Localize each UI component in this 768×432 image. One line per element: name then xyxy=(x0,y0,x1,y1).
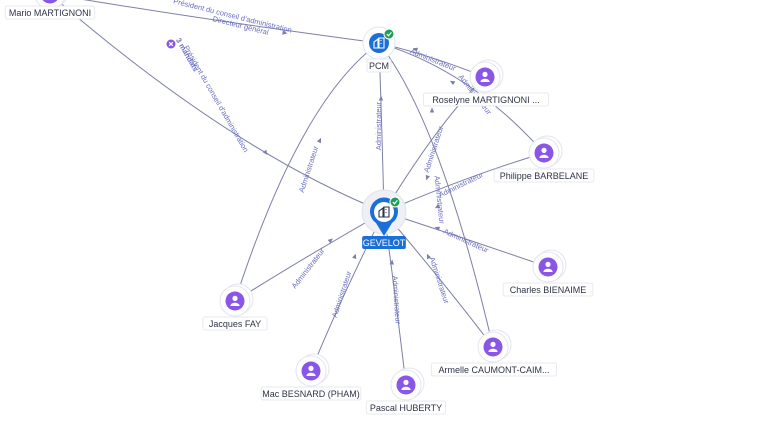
node-philippe[interactable]: Philippe BARBELANE xyxy=(493,135,595,183)
edge-label: Administrateur xyxy=(409,46,458,73)
edge-line xyxy=(83,0,380,44)
edge-label: Président du conseil d'administration xyxy=(172,0,292,35)
edge-arrow-icon xyxy=(425,174,430,181)
node-label-background xyxy=(202,316,268,331)
node-label-background xyxy=(430,362,558,377)
edge-label: Administrateur xyxy=(297,144,321,193)
person-icon xyxy=(306,365,316,376)
node-label: Jacques FAY xyxy=(209,319,261,329)
edge-line xyxy=(378,42,494,348)
edge-arrow-icon xyxy=(434,203,441,209)
building-icon xyxy=(373,37,385,49)
edge-arrow-icon xyxy=(316,137,322,144)
node-label-background xyxy=(4,5,96,20)
edge-label: Administrateur xyxy=(374,101,383,150)
building-icon xyxy=(378,206,390,218)
edge-charles-gevelot[interactable]: Administrateur xyxy=(383,211,549,268)
avatar xyxy=(42,0,58,4)
node-charles[interactable]: Charles BIENAIME xyxy=(502,249,594,297)
edge-label: Administrateur xyxy=(390,275,402,324)
node-label-background xyxy=(502,282,594,297)
node-armelle[interactable]: Armelle CAUMONT-CAIM... xyxy=(430,329,558,377)
check-badge-icon xyxy=(389,196,401,208)
edge-line xyxy=(56,0,385,213)
node-label: Mario MARTIGNONI xyxy=(9,8,91,18)
node-label: GEVELOT xyxy=(363,238,406,248)
node-pascal[interactable]: Pascal HUBERTY xyxy=(365,367,447,415)
nodes-layer: GEVELOT PCM Mario MARTIGNONI Roselyne MARTI… xyxy=(4,0,595,415)
person-icon xyxy=(230,295,240,306)
node-label: Charles BIENAIME xyxy=(510,285,587,295)
person-icon xyxy=(543,261,553,272)
node-label-background xyxy=(366,58,392,73)
node-label-background xyxy=(365,400,447,415)
node-mac[interactable]: Mac BESNARD (PHAM) xyxy=(260,353,362,401)
edge-philippe-gevelot[interactable]: Administrateur xyxy=(383,152,545,213)
edge-label: Administrateur xyxy=(432,175,446,225)
edge-label: Administrateur xyxy=(428,256,452,305)
node-label: Pascal HUBERTY xyxy=(370,403,442,413)
edge-arrow-icon xyxy=(378,95,384,101)
edge-arrow-icon xyxy=(352,253,357,260)
edge-line xyxy=(378,42,545,154)
edge-arrow-icon xyxy=(282,30,288,35)
check-badge-icon xyxy=(383,28,395,40)
edge-label: Administrateur xyxy=(442,227,490,255)
person-icon xyxy=(401,379,411,390)
edge-line xyxy=(310,211,385,372)
edge-arrow-icon xyxy=(262,149,268,156)
edge-mac-gevelot[interactable]: Administrateur xyxy=(310,211,385,372)
node-label: PCM xyxy=(369,61,389,71)
person-icon xyxy=(539,147,549,158)
node-label-background xyxy=(362,236,406,249)
edge-arrow-icon xyxy=(412,47,419,52)
edge-arrow-icon xyxy=(327,238,333,244)
edge-arrow-icon xyxy=(426,253,432,260)
edge-arrow-icon xyxy=(429,107,435,113)
node-label-background xyxy=(422,92,550,107)
node-label: Mac BESNARD (PHAM) xyxy=(262,389,360,399)
edge-mario-pcm[interactable]: Président du conseil d'administrationDir… xyxy=(50,0,380,44)
edge-line xyxy=(383,211,494,348)
node-pcm[interactable]: PCM xyxy=(362,26,396,73)
edge-label: Administrateur xyxy=(330,269,354,318)
close-circle-icon xyxy=(166,39,176,49)
edge-arrow-icon xyxy=(449,80,456,86)
person-icon xyxy=(480,71,490,82)
node-jacques[interactable]: Jacques FAY xyxy=(202,283,268,331)
edge-label: Administrateur xyxy=(290,246,327,290)
edge-arrow-icon xyxy=(434,226,441,231)
node-label-background xyxy=(493,168,595,183)
edge-arrow-icon xyxy=(389,259,394,265)
person-icon xyxy=(488,341,498,352)
node-roselyne[interactable]: Roselyne MARTIGNONI ... xyxy=(422,59,550,107)
node-label: Philippe BARBELANE xyxy=(500,171,589,181)
node-gevelot[interactable]: GEVELOT xyxy=(361,189,407,249)
node-label-background xyxy=(260,386,362,401)
edge-line xyxy=(234,42,380,302)
edges-layer: Président du conseil d'administrationDir… xyxy=(50,0,549,386)
node-label: Armelle CAUMONT-CAIM... xyxy=(438,365,549,375)
node-label: Roselyne MARTIGNONI ... xyxy=(432,95,539,105)
node-mario[interactable]: Mario MARTIGNONI xyxy=(4,0,96,20)
